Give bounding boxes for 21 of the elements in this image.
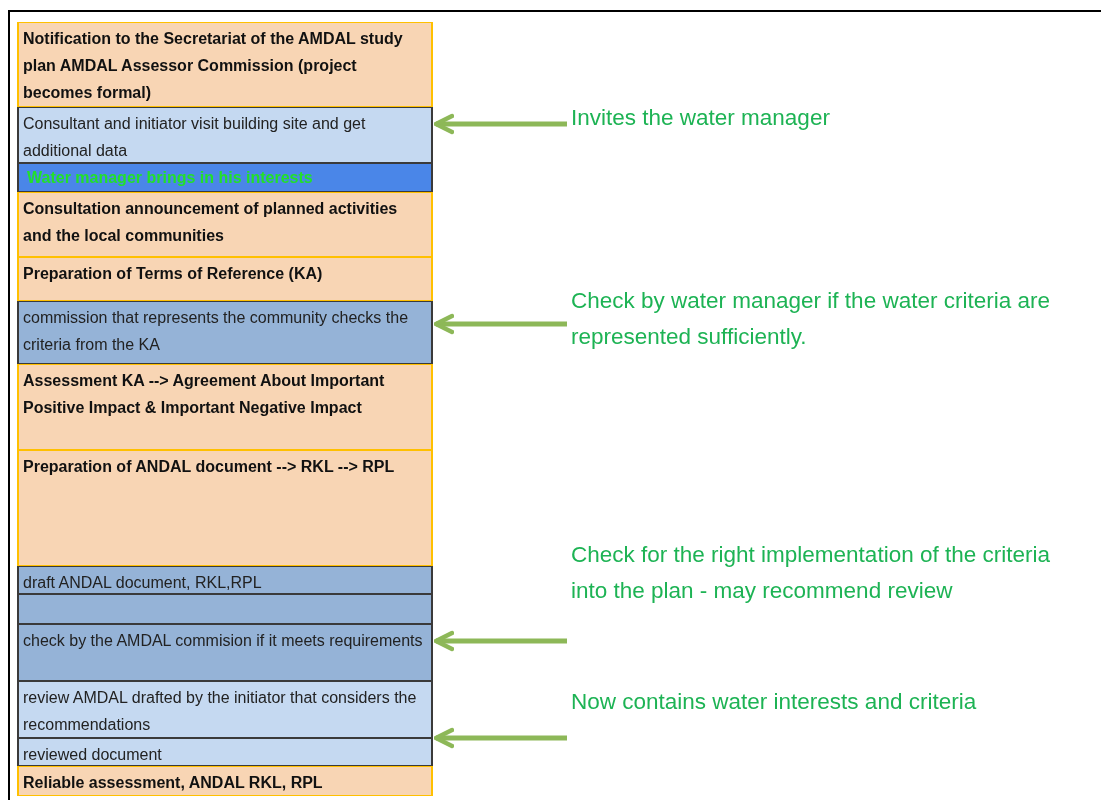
arrow: [433, 113, 567, 135]
step-box: reviewed document: [17, 738, 433, 766]
step-box: Preparation of ANDAL document --> RKL --> RPL: [17, 450, 433, 566]
note-text: Invites the water manager: [571, 100, 1081, 140]
step-box: Consultant and initiator visit building site and get additional data: [17, 107, 433, 163]
step-box: Reliable assessment, ANDAL RKL, RPL: [17, 766, 433, 796]
step-box: Notification to the Secretariat of the AMDAL study plan AMDAL Assessor Commission (project becomes formal): [17, 22, 433, 107]
arrow: [433, 727, 567, 749]
step-box: check by the AMDAL commision if it meets requirements: [17, 624, 433, 681]
arrow: [433, 313, 567, 335]
step-box: draft ANDAL document, RKL,RPL: [17, 566, 433, 594]
note-text: Check for the right implementation of the criteria into the plan - may recommend review: [571, 537, 1081, 649]
step-box: Water manager brings in his interests: [17, 163, 433, 192]
empty-box: [17, 594, 433, 624]
step-box: Preparation of Terms of Reference (KA): [17, 257, 433, 301]
note-text: Now contains water interests and criteria: [571, 684, 1081, 744]
note-text: Check by water manager if the water criteria are represented sufficiently.: [571, 283, 1081, 358]
arrow: [433, 630, 567, 652]
step-box: Assessment KA --> Agreement About Important Positive Impact & Important Negative Impact: [17, 364, 433, 450]
step-box: commission that represents the community checks the criteria from the KA: [17, 301, 433, 364]
step-box: Consultation announcement of planned activities and the local communities: [17, 192, 433, 257]
